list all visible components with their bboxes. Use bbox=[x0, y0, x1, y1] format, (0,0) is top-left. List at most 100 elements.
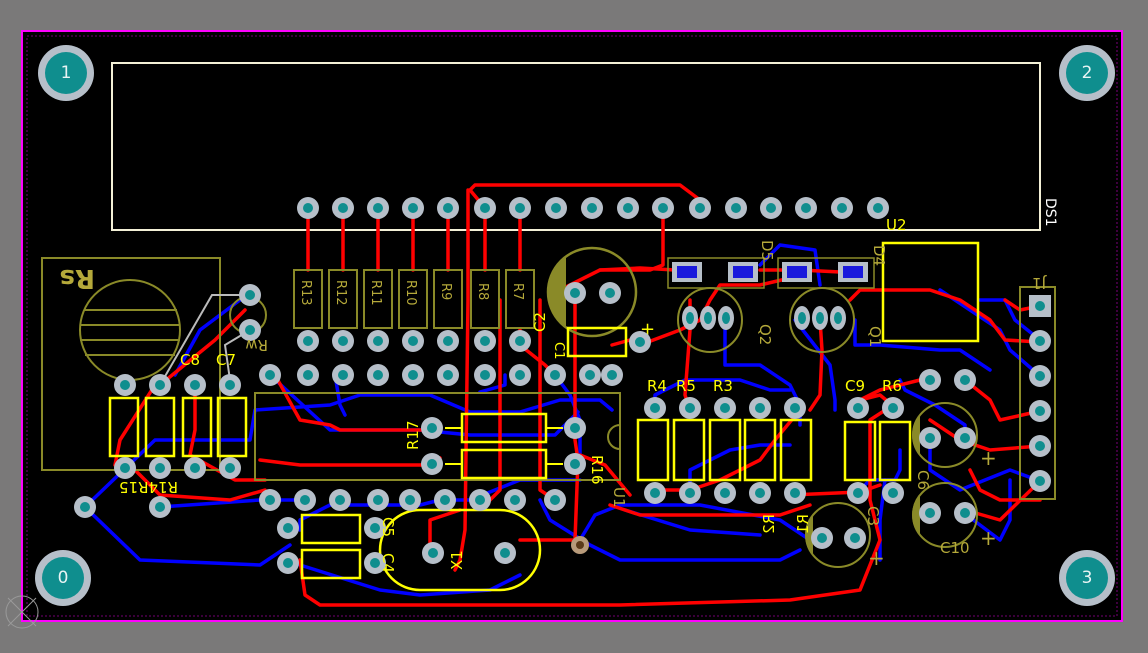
through-hole-pad[interactable] bbox=[714, 482, 736, 504]
through-hole-pad[interactable] bbox=[784, 397, 806, 419]
through-hole-pad[interactable] bbox=[297, 364, 319, 386]
through-hole-pad[interactable] bbox=[831, 197, 853, 219]
through-hole-pad[interactable] bbox=[811, 527, 833, 549]
through-hole-pad[interactable] bbox=[954, 502, 976, 524]
through-hole-pad[interactable] bbox=[297, 330, 319, 352]
through-hole-pad[interactable] bbox=[954, 369, 976, 391]
through-hole-pad[interactable] bbox=[149, 457, 171, 479]
through-hole-pad[interactable] bbox=[422, 542, 444, 564]
through-hole-pad[interactable] bbox=[277, 517, 299, 539]
mounting-hole-2[interactable]: 2 bbox=[1059, 45, 1115, 101]
through-hole-pad[interactable] bbox=[402, 197, 424, 219]
through-hole-pad[interactable] bbox=[830, 306, 846, 330]
through-hole-pad[interactable] bbox=[184, 457, 206, 479]
through-hole-pad[interactable] bbox=[718, 306, 734, 330]
through-hole-pad[interactable] bbox=[794, 306, 810, 330]
through-hole-pad[interactable] bbox=[760, 197, 782, 219]
through-hole-pad[interactable] bbox=[847, 482, 869, 504]
through-hole-pad[interactable] bbox=[919, 369, 941, 391]
through-hole-pad[interactable] bbox=[402, 364, 424, 386]
through-hole-pad[interactable] bbox=[564, 282, 586, 304]
through-hole-pad[interactable] bbox=[509, 197, 531, 219]
through-hole-pad[interactable] bbox=[919, 427, 941, 449]
through-hole-pad[interactable] bbox=[367, 489, 389, 511]
through-hole-pad[interactable] bbox=[332, 364, 354, 386]
through-hole-pad[interactable] bbox=[749, 482, 771, 504]
mounting-hole-3[interactable]: 3 bbox=[1059, 550, 1115, 606]
through-hole-pad[interactable] bbox=[402, 330, 424, 352]
through-hole-pad[interactable] bbox=[919, 502, 941, 524]
through-hole-pad[interactable] bbox=[421, 417, 443, 439]
through-hole-pad[interactable] bbox=[367, 364, 389, 386]
through-hole-pad[interactable] bbox=[581, 197, 603, 219]
through-hole-pad[interactable] bbox=[329, 489, 351, 511]
through-hole-pad[interactable] bbox=[184, 374, 206, 396]
through-hole-pad[interactable] bbox=[239, 319, 261, 341]
through-hole-pad[interactable] bbox=[297, 197, 319, 219]
through-hole-pad[interactable] bbox=[629, 331, 651, 353]
through-hole-pad[interactable] bbox=[700, 306, 716, 330]
through-hole-pad[interactable] bbox=[294, 489, 316, 511]
through-hole-pad[interactable] bbox=[564, 417, 586, 439]
through-hole-pad[interactable] bbox=[421, 453, 443, 475]
through-hole-pad[interactable] bbox=[367, 197, 389, 219]
through-hole-pad[interactable] bbox=[812, 306, 828, 330]
through-hole-pad[interactable] bbox=[1029, 330, 1051, 352]
through-hole-pad[interactable] bbox=[601, 364, 623, 386]
through-hole-pad[interactable] bbox=[219, 457, 241, 479]
through-hole-pad[interactable] bbox=[494, 542, 516, 564]
through-hole-pad[interactable] bbox=[474, 330, 496, 352]
through-hole-pad[interactable] bbox=[749, 397, 771, 419]
through-hole-pad[interactable] bbox=[474, 197, 496, 219]
through-hole-pad[interactable] bbox=[617, 197, 639, 219]
through-hole-pad[interactable] bbox=[364, 517, 386, 539]
through-hole-pad[interactable] bbox=[679, 482, 701, 504]
through-hole-pad[interactable] bbox=[725, 197, 747, 219]
through-hole-pad[interactable] bbox=[509, 364, 531, 386]
through-hole-pad[interactable] bbox=[277, 552, 299, 574]
through-hole-pad[interactable] bbox=[1029, 435, 1051, 457]
through-hole-pad[interactable] bbox=[1029, 365, 1051, 387]
through-hole-pad[interactable] bbox=[652, 197, 674, 219]
through-hole-pad[interactable] bbox=[437, 197, 459, 219]
through-hole-pad[interactable] bbox=[599, 282, 621, 304]
through-hole-pad[interactable] bbox=[882, 482, 904, 504]
through-hole-pad[interactable] bbox=[259, 364, 281, 386]
through-hole-pad[interactable] bbox=[847, 397, 869, 419]
through-hole-pad[interactable] bbox=[259, 489, 281, 511]
through-hole-pad[interactable] bbox=[954, 427, 976, 449]
through-hole-pad[interactable] bbox=[437, 364, 459, 386]
through-hole-pad[interactable] bbox=[149, 374, 171, 396]
through-hole-pad[interactable] bbox=[114, 374, 136, 396]
mounting-hole-0[interactable]: 0 bbox=[35, 550, 91, 606]
through-hole-pad[interactable] bbox=[219, 374, 241, 396]
through-hole-pad[interactable] bbox=[784, 482, 806, 504]
through-hole-pad[interactable] bbox=[332, 197, 354, 219]
through-hole-pad[interactable] bbox=[544, 364, 566, 386]
through-hole-pad[interactable] bbox=[1029, 400, 1051, 422]
through-hole-pad[interactable] bbox=[644, 482, 666, 504]
via-pad[interactable] bbox=[571, 536, 589, 554]
through-hole-pad[interactable] bbox=[437, 330, 459, 352]
through-hole-pad[interactable] bbox=[364, 552, 386, 574]
through-hole-pad[interactable] bbox=[367, 330, 389, 352]
through-hole-pad[interactable] bbox=[474, 364, 496, 386]
through-hole-pad[interactable] bbox=[682, 306, 698, 330]
through-hole-pad[interactable] bbox=[332, 330, 354, 352]
through-hole-pad[interactable] bbox=[399, 489, 421, 511]
through-hole-pad[interactable] bbox=[544, 489, 566, 511]
through-hole-pad[interactable] bbox=[882, 397, 904, 419]
mounting-hole-1[interactable]: 1 bbox=[38, 45, 94, 101]
through-hole-pad[interactable] bbox=[579, 364, 601, 386]
through-hole-pad[interactable] bbox=[149, 496, 171, 518]
through-hole-pad[interactable] bbox=[114, 457, 136, 479]
through-hole-pad[interactable] bbox=[714, 397, 736, 419]
through-hole-pad[interactable] bbox=[434, 489, 456, 511]
through-hole-pad[interactable] bbox=[867, 197, 889, 219]
through-hole-pad[interactable] bbox=[469, 489, 491, 511]
through-hole-pad[interactable] bbox=[795, 197, 817, 219]
through-hole-pad[interactable] bbox=[504, 489, 526, 511]
through-hole-pad[interactable] bbox=[679, 397, 701, 419]
through-hole-pad[interactable] bbox=[644, 397, 666, 419]
